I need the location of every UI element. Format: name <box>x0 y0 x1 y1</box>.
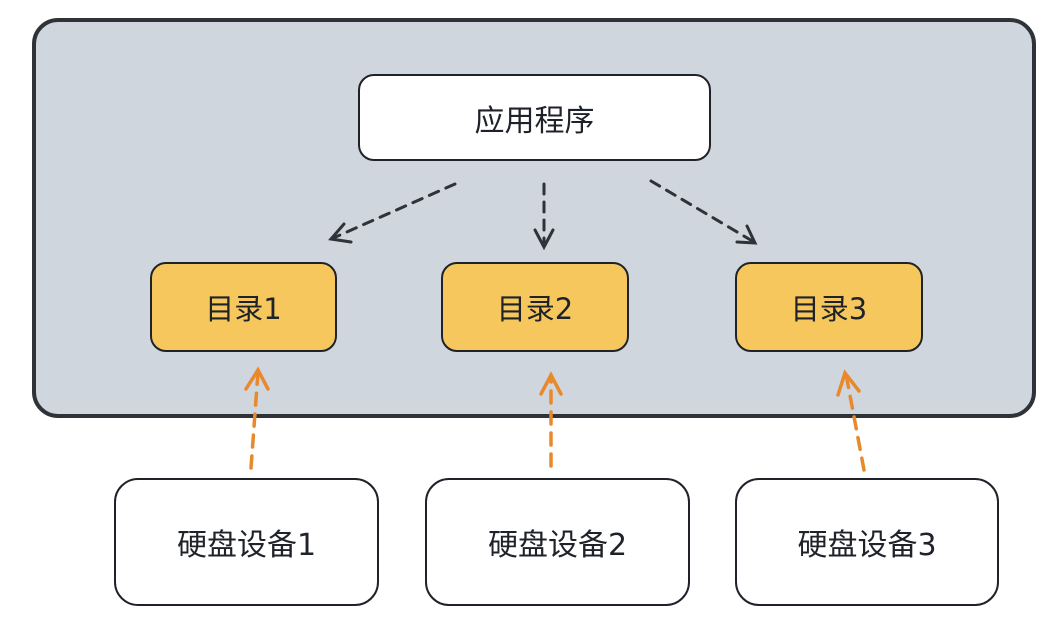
disk-node-2[interactable]: 硬盘设备2 <box>425 478 690 606</box>
directory-node-1[interactable]: 目录1 <box>150 262 337 352</box>
disk-node-3[interactable]: 硬盘设备3 <box>735 478 999 606</box>
directory-node-3[interactable]: 目录3 <box>735 262 923 352</box>
app-node[interactable]: 应用程序 <box>358 74 711 161</box>
disk-node-1[interactable]: 硬盘设备1 <box>114 478 379 606</box>
directory-node-2[interactable]: 目录2 <box>441 262 629 352</box>
